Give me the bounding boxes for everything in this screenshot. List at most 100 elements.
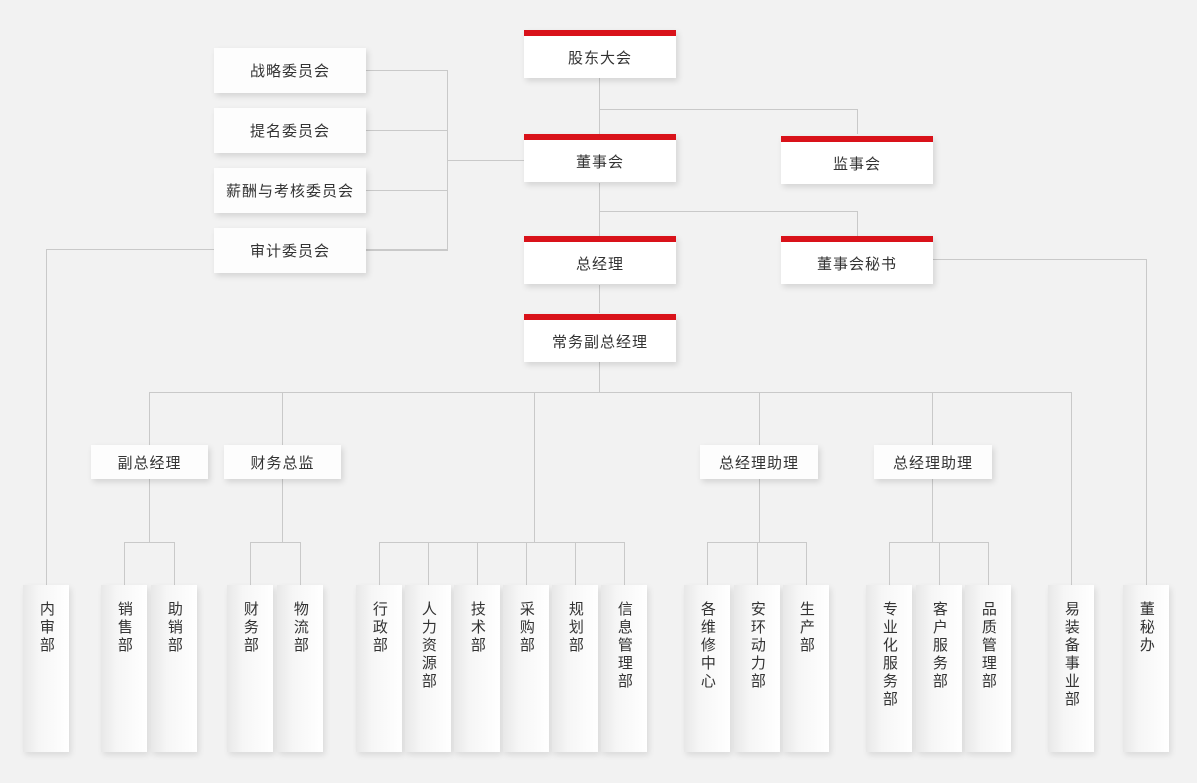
dept-safety-environment-power[interactable]: 安环动力部	[734, 585, 780, 752]
node-label: 提名委员会	[249, 123, 330, 140]
node-label: 董事会秘书	[816, 255, 897, 273]
node-label: 股东大会	[567, 49, 632, 67]
dept-label: 行政部	[370, 601, 388, 655]
connector-to-info-dept	[624, 542, 625, 585]
red-accent-bar	[524, 314, 676, 320]
connector-gm-down	[599, 211, 600, 236]
dept-quality-management[interactable]: 品质管理部	[965, 585, 1011, 752]
node-strategy-committee[interactable]: 战略委员会	[214, 48, 366, 93]
dept-easy-equipment-division[interactable]: 易装备事业部	[1048, 585, 1094, 752]
connector-to-planning-dept	[575, 542, 576, 585]
dept-label: 客户服务部	[930, 601, 948, 691]
connector-bus-to-yizhuangbei	[1071, 392, 1072, 585]
dept-label: 采购部	[517, 601, 535, 655]
node-label: 财务总监	[250, 454, 315, 472]
dept-sales-support[interactable]: 助销部	[151, 585, 197, 752]
connector-to-finance-dept	[250, 542, 251, 585]
node-compensation-committee[interactable]: 薪酬与考核委员会	[214, 168, 366, 213]
connector-to-sales-dept	[124, 542, 125, 585]
dept-label: 董秘办	[1137, 601, 1155, 655]
node-chief-financial-officer[interactable]: 财务总监	[224, 445, 341, 479]
connector-gm-tier-bus	[599, 211, 858, 212]
connector-to-hr-dept	[428, 542, 429, 585]
connector-main-bus	[149, 392, 1072, 393]
node-label: 常务副总经理	[551, 333, 648, 351]
dept-label: 品质管理部	[979, 601, 997, 691]
dept-production[interactable]: 生产部	[783, 585, 829, 752]
connector-secretary-to-dongmi	[857, 259, 1147, 260]
red-accent-bar	[781, 136, 933, 142]
dept-professional-services[interactable]: 专业化服务部	[866, 585, 912, 752]
connector-finance-cluster-bus	[250, 542, 301, 543]
dept-label: 生产部	[797, 601, 815, 655]
dept-human-resources[interactable]: 人力资源部	[405, 585, 451, 752]
node-general-manager[interactable]: 总经理	[524, 236, 676, 284]
connector-vice-gm-down	[149, 479, 150, 542]
dept-label: 技术部	[468, 601, 486, 655]
connector-board-down	[599, 109, 600, 134]
node-gm-assistant-1[interactable]: 总经理助理	[700, 445, 818, 479]
node-board-of-directors[interactable]: 董事会	[524, 134, 676, 182]
connector-to-quality-dept	[988, 542, 989, 585]
dept-logistics[interactable]: 物流部	[277, 585, 323, 752]
connector-board-tier-bus	[599, 109, 858, 110]
dept-label: 财务部	[241, 601, 259, 655]
connector-to-tech-dept	[477, 542, 478, 585]
dept-label: 助销部	[165, 601, 183, 655]
dept-internal-audit[interactable]: 内审部	[23, 585, 69, 752]
connector-internal-audit-down	[46, 249, 47, 585]
connector-bus-to-assistant-2	[932, 392, 933, 445]
connector-to-professional-dept	[889, 542, 890, 585]
dept-board-secretary-office[interactable]: 董秘办	[1123, 585, 1169, 752]
red-accent-bar	[524, 134, 676, 140]
connector-committee-strategy	[366, 70, 448, 71]
connector-bus-to-cfo	[282, 392, 283, 445]
dept-label: 物流部	[291, 601, 309, 655]
dept-information-management[interactable]: 信息管理部	[601, 585, 647, 752]
connector-to-assist-sales-dept	[174, 542, 175, 585]
node-label: 副总经理	[117, 454, 182, 472]
node-label: 薪酬与考核委员会	[225, 183, 354, 200]
connector-committee-audit	[366, 250, 448, 251]
dept-label: 内审部	[37, 601, 55, 655]
node-board-of-supervisors[interactable]: 监事会	[781, 136, 933, 184]
connector-board-bottom	[599, 183, 600, 211]
dept-purchasing[interactable]: 采购部	[503, 585, 549, 752]
dept-administration[interactable]: 行政部	[356, 585, 402, 752]
connector-bus-to-vice-gm	[149, 392, 150, 445]
connector-evgm-down	[599, 362, 600, 392]
dept-planning[interactable]: 规划部	[552, 585, 598, 752]
connector-bus-to-ops-cluster	[534, 392, 535, 542]
connector-to-production-dept	[806, 542, 807, 585]
red-accent-bar	[781, 236, 933, 242]
dept-customer-service[interactable]: 客户服务部	[916, 585, 962, 752]
dept-label: 销售部	[115, 601, 133, 655]
node-gm-assistant-2[interactable]: 总经理助理	[874, 445, 992, 479]
connector-to-safety-dept	[757, 542, 758, 585]
dept-maintenance-centers[interactable]: 各维修中心	[684, 585, 730, 752]
node-label: 审计委员会	[249, 243, 330, 260]
node-audit-committee[interactable]: 审计委员会	[214, 228, 366, 273]
connector-bus-to-assistant-1	[759, 392, 760, 445]
node-board-secretary[interactable]: 董事会秘书	[781, 236, 933, 284]
dept-sales[interactable]: 销售部	[101, 585, 147, 752]
node-nomination-committee[interactable]: 提名委员会	[214, 108, 366, 153]
node-vice-general-manager[interactable]: 副总经理	[91, 445, 208, 479]
connector-secretary-down	[857, 211, 858, 236]
connector-dongmi-down	[1146, 259, 1147, 585]
dept-label: 易装备事业部	[1062, 601, 1080, 709]
connector-committee-to-board	[447, 160, 525, 161]
dept-technology[interactable]: 技术部	[454, 585, 500, 752]
node-shareholders-meeting[interactable]: 股东大会	[524, 30, 676, 78]
dept-label: 人力资源部	[419, 601, 437, 691]
connector-to-maintenance-dept	[707, 542, 708, 585]
dept-finance[interactable]: 财务部	[227, 585, 273, 752]
connector-gm-to-evgm	[599, 285, 600, 313]
red-accent-bar	[524, 30, 676, 36]
connector-supervisors-down	[857, 109, 858, 134]
node-executive-vice-general-manager[interactable]: 常务副总经理	[524, 314, 676, 362]
node-label: 总经理助理	[892, 454, 973, 472]
connector-to-purchasing-dept	[526, 542, 527, 585]
connector-shareholders-down	[599, 78, 600, 109]
